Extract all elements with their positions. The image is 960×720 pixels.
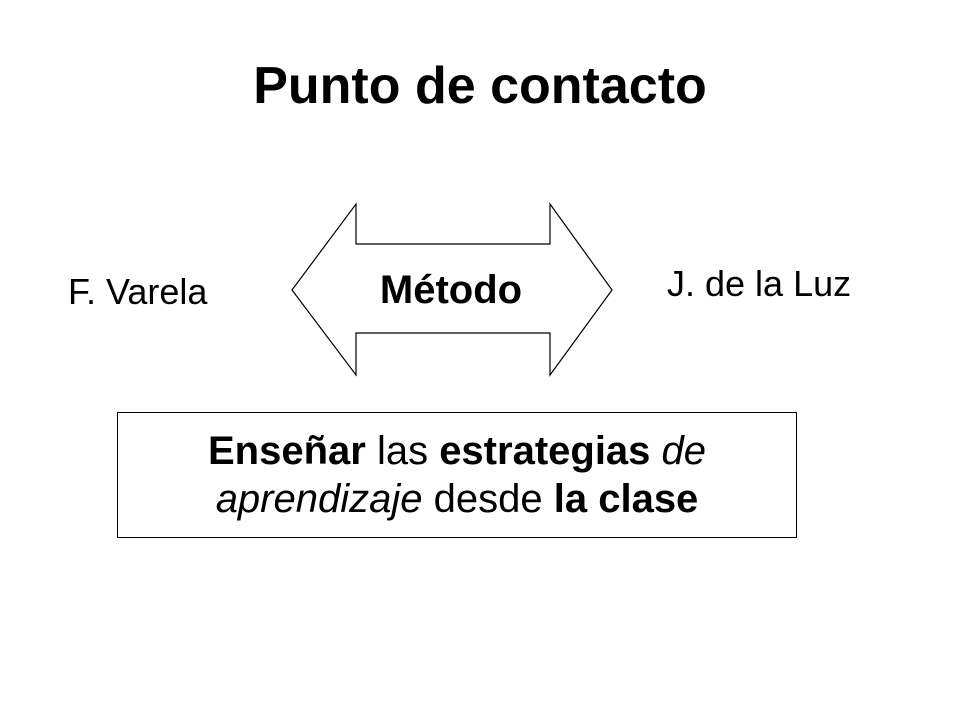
statement-word-estrategias: estrategias <box>439 429 651 473</box>
left-name-label: F. Varela <box>68 271 208 312</box>
statement-word-aprendizaje: aprendizaje <box>215 477 423 521</box>
arrow-label: Método <box>379 268 523 312</box>
statement-word-la-clase: la clase <box>553 477 699 521</box>
double-arrow-outline <box>291 202 613 377</box>
statement-word-de: de <box>650 429 707 473</box>
statement-text: Enseñar las estrategias de aprendizaje de… <box>198 427 716 523</box>
statement-word-las: las <box>365 429 440 473</box>
statement-word-desde: desde <box>422 477 554 521</box>
slide-title: Punto de contacto <box>253 57 707 115</box>
statement-word-ensenar: Enseñar <box>207 429 366 473</box>
right-name-label: J. de la Luz <box>667 263 852 304</box>
statement-box: Enseñar las estrategias de aprendizaje de… <box>117 412 797 538</box>
